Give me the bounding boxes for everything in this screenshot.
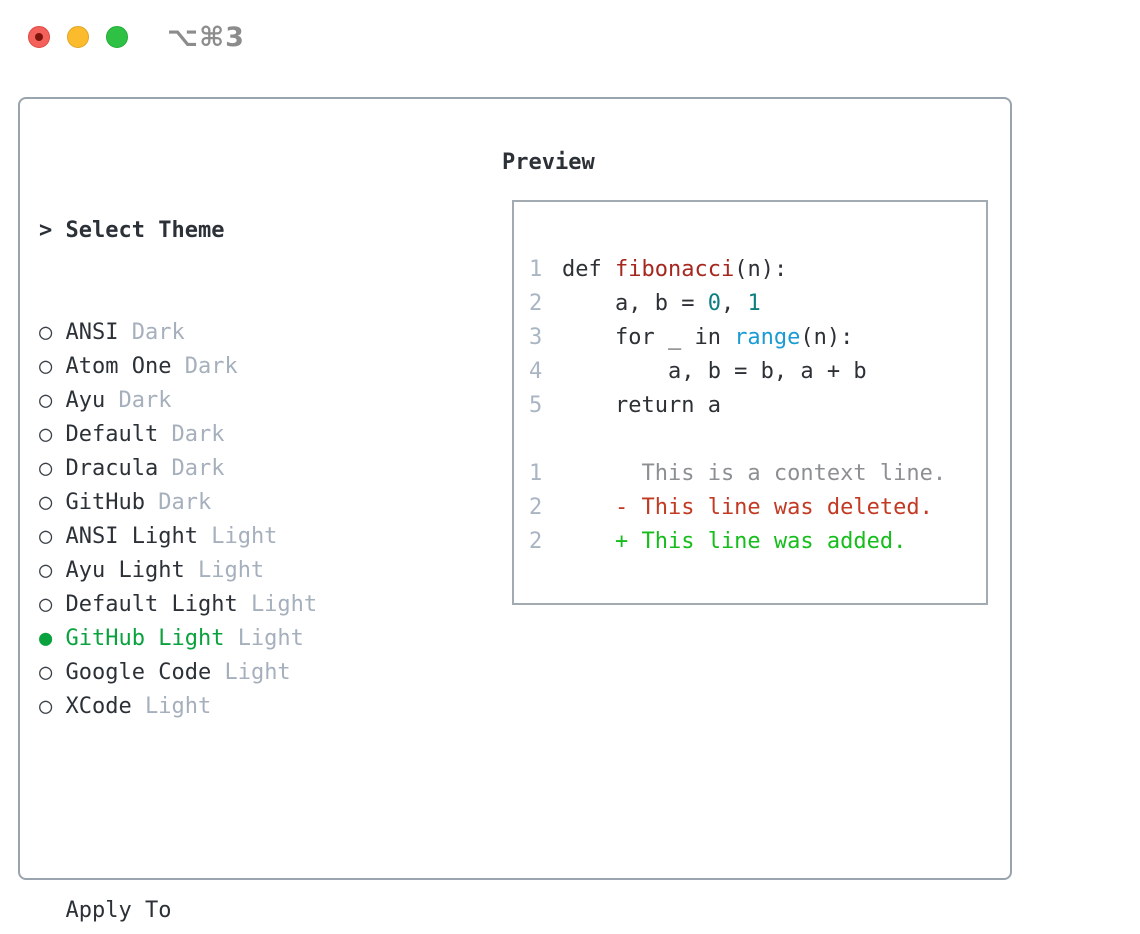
code-line: 5 return a <box>529 389 986 423</box>
radio-unselected-icon: ○ <box>39 422 66 447</box>
line-number: 4 <box>529 359 543 384</box>
theme-option[interactable]: ○ ANSI Light Light <box>39 520 410 554</box>
code-token-added: + This line was added. <box>562 529 907 554</box>
code-line <box>529 423 986 457</box>
theme-variant-label: Light <box>250 592 318 617</box>
theme-option[interactable]: ○ Ayu Light Light <box>39 554 410 588</box>
theme-picker-dialog: > Select Theme ○ ANSI Dark○ Atom One Dar… <box>18 97 1012 923</box>
line-number: 1 <box>529 461 543 486</box>
theme-option[interactable]: ○ GitHub Dark <box>39 486 410 520</box>
code-token-deleted: - This line was deleted. <box>562 495 933 520</box>
radio-unselected-icon: ○ <box>39 660 66 685</box>
cursor-prefix: > <box>39 218 66 243</box>
theme-variant-label: Light <box>224 660 291 685</box>
close-button[interactable] <box>28 26 50 48</box>
theme-name: Ayu <box>65 388 119 413</box>
theme-variant-label: Light <box>197 558 265 583</box>
theme-name: Dracula <box>65 456 172 481</box>
titlebar: ⌥⌘3 <box>0 0 1140 72</box>
theme-name: ANSI Light <box>65 524 212 549</box>
theme-name: XCode <box>65 694 145 719</box>
code-token-plain: for _ in <box>562 325 735 350</box>
theme-variant-label: Dark <box>158 490 212 515</box>
code-token-plain: return a <box>562 393 721 418</box>
line-number: 3 <box>529 325 543 350</box>
code-line: 4 a, b = b, a + b <box>529 355 986 389</box>
theme-option[interactable]: ○ Google Code Light <box>39 656 410 690</box>
preview-header: Preview <box>502 150 595 175</box>
theme-name: GitHub <box>65 490 159 515</box>
select-theme-header: > Select Theme <box>39 214 410 248</box>
code-line: 1 def fibonacci(n): <box>529 253 986 287</box>
line-number: 2 <box>529 495 543 520</box>
code-token-builtin: range <box>734 325 801 350</box>
radio-unselected-icon: ○ <box>39 490 66 515</box>
theme-name: Default <box>65 422 172 447</box>
apply-to-header: Apply To <box>39 894 410 928</box>
minimize-button[interactable] <box>67 26 89 48</box>
spacer <box>39 792 410 826</box>
radio-unselected-icon: ○ <box>39 388 66 413</box>
line-number: 1 <box>529 257 543 282</box>
theme-option[interactable]: ○ Dracula Dark <box>39 452 410 486</box>
code-token-number: 1 <box>747 291 761 316</box>
theme-options-list: ○ ANSI Dark○ Atom One Dark○ Ayu Dark○ De… <box>39 316 410 724</box>
radio-unselected-icon: ○ <box>39 524 66 549</box>
radio-unselected-icon: ○ <box>39 456 66 481</box>
code-token-plain: def <box>562 257 615 282</box>
select-theme-header-label: Select Theme <box>65 218 225 243</box>
window-title: ⌥⌘3 <box>167 22 245 53</box>
apply-to-header-label: Apply To <box>65 898 172 923</box>
radio-unselected-icon: ○ <box>39 354 66 379</box>
theme-name: GitHub Light <box>65 626 238 651</box>
traffic-lights <box>28 26 128 48</box>
radio-unselected-icon: ○ <box>39 558 66 583</box>
theme-variant-label: Light <box>144 694 212 719</box>
code-line: 2 a, b = 0, 1 <box>529 287 986 321</box>
theme-variant-label: Light <box>211 524 278 549</box>
theme-option[interactable]: ○ Ayu Dark <box>39 384 410 418</box>
theme-option[interactable]: ○ Default Dark <box>39 418 410 452</box>
theme-name: Google Code <box>65 660 225 685</box>
theme-variant-label: Dark <box>118 388 172 413</box>
radio-unselected-icon: ○ <box>39 320 66 345</box>
theme-name: Ayu Light <box>65 558 198 583</box>
theme-name: ANSI <box>65 320 132 345</box>
code-line: 3 for _ in range(n): <box>529 321 986 355</box>
theme-variant-label: Light <box>237 626 304 651</box>
theme-option[interactable]: ○ XCode Light <box>39 690 410 724</box>
radio-unselected-icon: ○ <box>39 694 66 719</box>
theme-option[interactable]: ● GitHub Light Light <box>39 622 410 656</box>
code-token-plain: a, b = b, a + b <box>562 359 867 384</box>
theme-name: Default Light <box>65 592 251 617</box>
code-token-plain: a, b = <box>562 291 708 316</box>
theme-option[interactable]: ○ Default Light Light <box>39 588 410 622</box>
code-token-plain: , <box>720 291 748 316</box>
code-line: 2 + This line was added. <box>529 525 986 559</box>
code-token-function: fibonacci <box>614 257 735 282</box>
theme-list-column: > Select Theme ○ ANSI Dark○ Atom One Dar… <box>39 146 410 934</box>
code-token-plain: (n): <box>800 325 854 350</box>
code-token-context: This is a context line. <box>562 461 947 486</box>
theme-variant-label: Dark <box>184 354 238 379</box>
theme-name: Atom One <box>65 354 185 379</box>
code-token-plain: (n): <box>734 257 788 282</box>
code-line: 1 This is a context line. <box>529 457 986 491</box>
theme-variant-label: Dark <box>131 320 185 345</box>
line-number: 2 <box>529 529 543 554</box>
theme-option[interactable]: ○ ANSI Dark <box>39 316 410 350</box>
code-line: 2 - This line was deleted. <box>529 491 986 525</box>
radio-selected-icon: ● <box>39 626 66 651</box>
close-dot-icon <box>35 33 43 41</box>
theme-option[interactable]: ○ Atom One Dark <box>39 350 410 384</box>
radio-unselected-icon: ○ <box>39 592 66 617</box>
code-token-number: 0 <box>707 291 721 316</box>
theme-variant-label: Dark <box>171 422 225 447</box>
zoom-button[interactable] <box>106 26 128 48</box>
line-number: 2 <box>529 291 543 316</box>
theme-variant-label: Dark <box>171 456 225 481</box>
line-number: 5 <box>529 393 543 418</box>
